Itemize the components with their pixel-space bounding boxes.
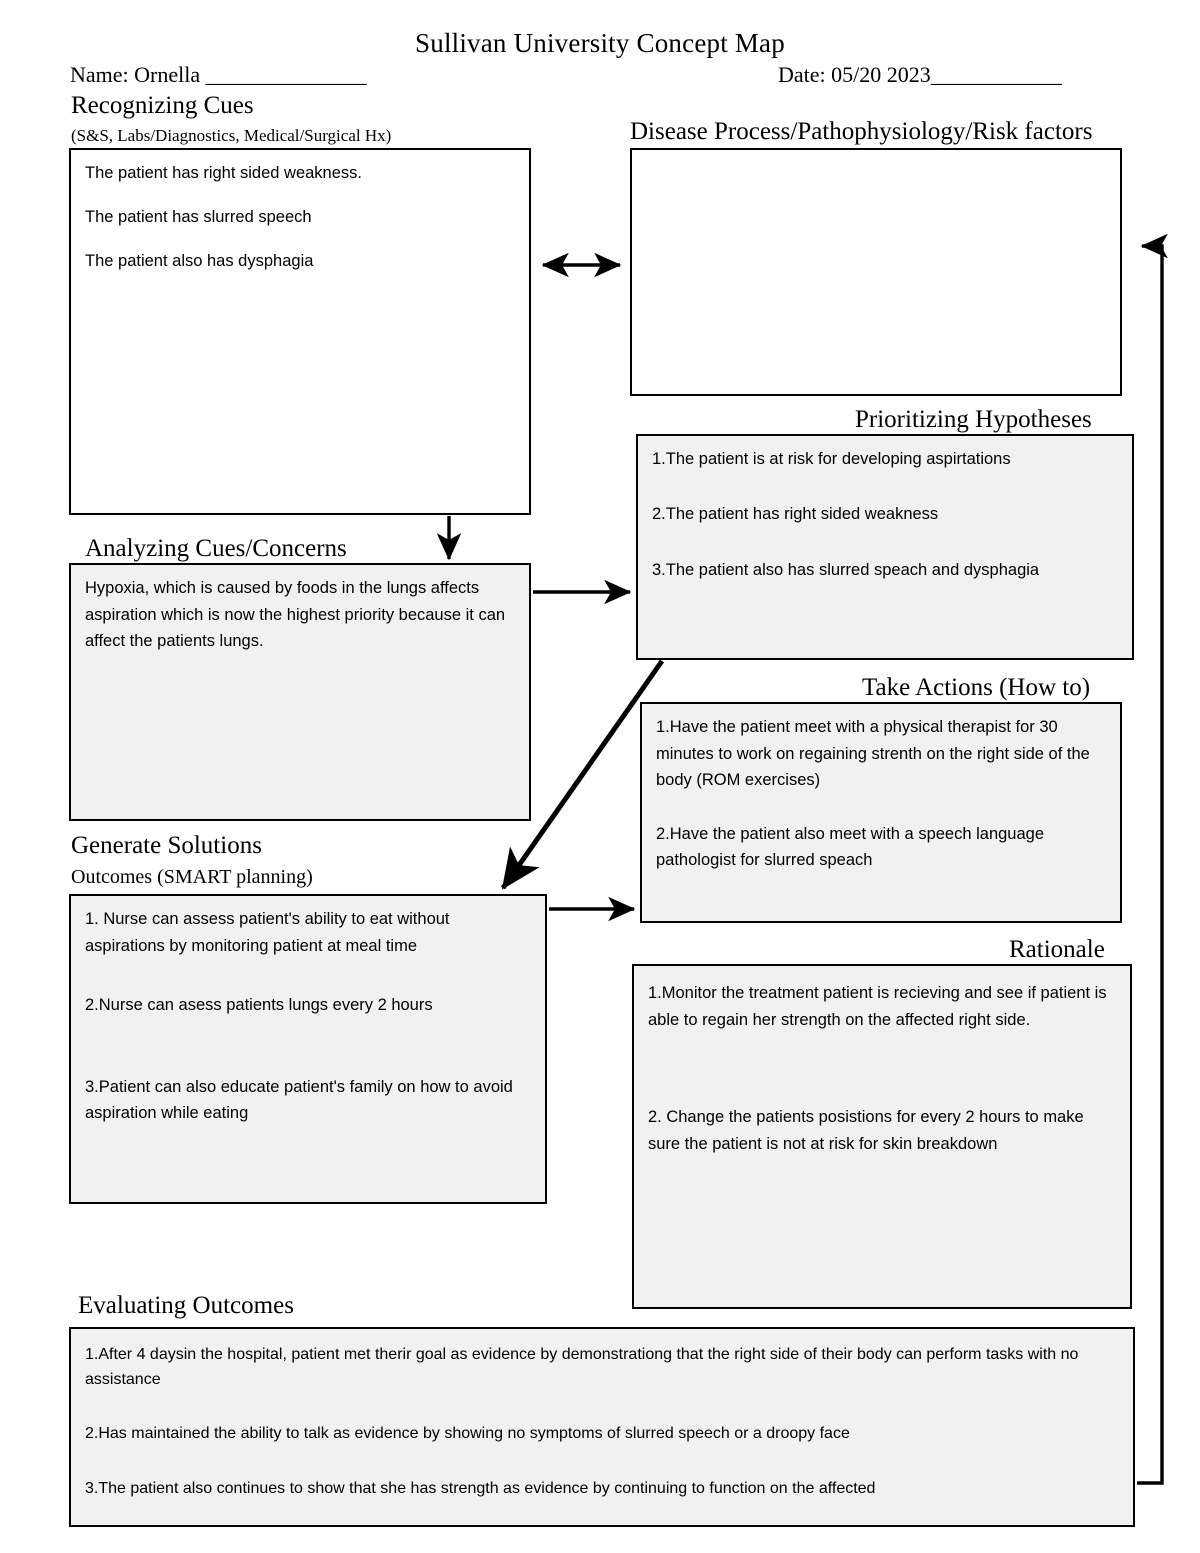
- evaluating-outcomes-line-1: 1.After 4 daysin the hospital, patient m…: [85, 1346, 1079, 1388]
- box-evaluating-outcomes[interactable]: 1.After 4 daysin the hospital, patient m…: [69, 1327, 1135, 1527]
- box-generate-solutions[interactable]: 1. Nurse can assess patient's ability to…: [69, 894, 547, 1204]
- heading-prioritizing-hypotheses: Prioritizing Hypotheses: [855, 406, 1092, 433]
- box-prioritizing-hypotheses[interactable]: 1.The patient is at risk for developing …: [636, 434, 1134, 660]
- date-blank-rule[interactable]: _____________: [930, 62, 1062, 87]
- box-evaluating-outcomes-content: 1.After 4 daysin the hospital, patient m…: [71, 1329, 1133, 1501]
- generate-solutions-line-3: 3.Patient can also educate patient's fam…: [85, 1077, 513, 1123]
- heading-analyzing-cues: Analyzing Cues/Concerns: [85, 535, 347, 562]
- box-prioritizing-hypotheses-content: 1.The patient is at risk for developing …: [638, 436, 1132, 583]
- box-recognizing-cues[interactable]: The patient has right sided weakness. Th…: [69, 148, 531, 515]
- heading-disease-process: Disease Process/Pathophysiology/Risk fac…: [630, 118, 1093, 145]
- box-take-actions-content: 1.Have the patient meet with a physical …: [642, 704, 1120, 874]
- evaluating-outcomes-line-3: 3.The patient also continues to show tha…: [85, 1479, 876, 1497]
- box-disease-process[interactable]: [630, 148, 1122, 396]
- heading-rationale: Rationale: [1009, 936, 1105, 963]
- prioritizing-line-3: 3.The patient also has slurred speach an…: [652, 560, 1040, 579]
- generate-solutions-line-1: 1. Nurse can assess patient's ability to…: [85, 910, 450, 955]
- analyzing-cues-line-1: Hypoxia, which is caused by foods in the…: [85, 579, 506, 651]
- evaluating-outcomes-line-2: 2.Has maintained the ability to talk as …: [85, 1425, 850, 1443]
- generate-solutions-line-2: 2.Nurse can asess patients lungs every 2…: [85, 996, 433, 1015]
- arrow-evaluating-outcomes-to-disease-process: [1137, 233, 1168, 1485]
- box-take-actions[interactable]: 1.Have the patient meet with a physical …: [640, 702, 1122, 923]
- page-title: Sullivan University Concept Map: [415, 28, 785, 58]
- prioritizing-line-1: 1.The patient is at risk for developing …: [652, 450, 1011, 468]
- box-recognizing-cues-content: The patient has right sided weakness. Th…: [71, 150, 529, 275]
- recognizing-cues-line-1: The patient has right sided weakness.: [85, 164, 362, 182]
- recognizing-cues-line-3: The patient also has dysphagia: [85, 252, 314, 271]
- heading-evaluating-outcomes: Evaluating Outcomes: [78, 1292, 294, 1319]
- prioritizing-line-2: 2.The patient has right sided weakness: [652, 505, 939, 524]
- box-rationale-content: 1.Monitor the treatment patient is recie…: [634, 966, 1130, 1158]
- name-label: Name: Ornella: [70, 62, 201, 87]
- name-blank-rule[interactable]: ________________: [205, 62, 367, 87]
- date-label: Date: 05/20 2023: [778, 62, 931, 87]
- box-generate-solutions-content: 1. Nurse can assess patient's ability to…: [71, 896, 545, 1127]
- heading-recognizing-cues: Recognizing Cues: [71, 92, 254, 119]
- rationale-line-1: 1.Monitor the treatment patient is recie…: [648, 984, 1107, 1029]
- name-field-line: Name: Ornella ________________: [70, 62, 367, 88]
- recognizing-cues-line-2: The patient has slurred speech: [85, 208, 312, 227]
- box-rationale[interactable]: 1.Monitor the treatment patient is recie…: [632, 964, 1132, 1309]
- box-analyzing-cues-content: Hypoxia, which is caused by foods in the…: [71, 565, 529, 655]
- box-disease-process-content: [632, 150, 1120, 160]
- take-actions-line-1: 1.Have the patient meet with a physical …: [656, 718, 1090, 790]
- rationale-line-2: 2. Change the patients posistions for ev…: [648, 1108, 1084, 1154]
- subheading-recognizing-cues: (S&S, Labs/Diagnostics, Medical/Surgical…: [71, 126, 392, 145]
- heading-generate-solutions: Generate Solutions: [71, 832, 262, 859]
- take-actions-line-2: 2.Have the patient also meet with a spee…: [656, 824, 1045, 870]
- box-analyzing-cues[interactable]: Hypoxia, which is caused by foods in the…: [69, 563, 531, 821]
- subheading-generate-solutions: Outcomes (SMART planning): [71, 866, 313, 888]
- heading-take-actions: Take Actions (How to): [862, 674, 1091, 701]
- date-field-line: Date: 05/20 2023_____________: [778, 62, 1062, 88]
